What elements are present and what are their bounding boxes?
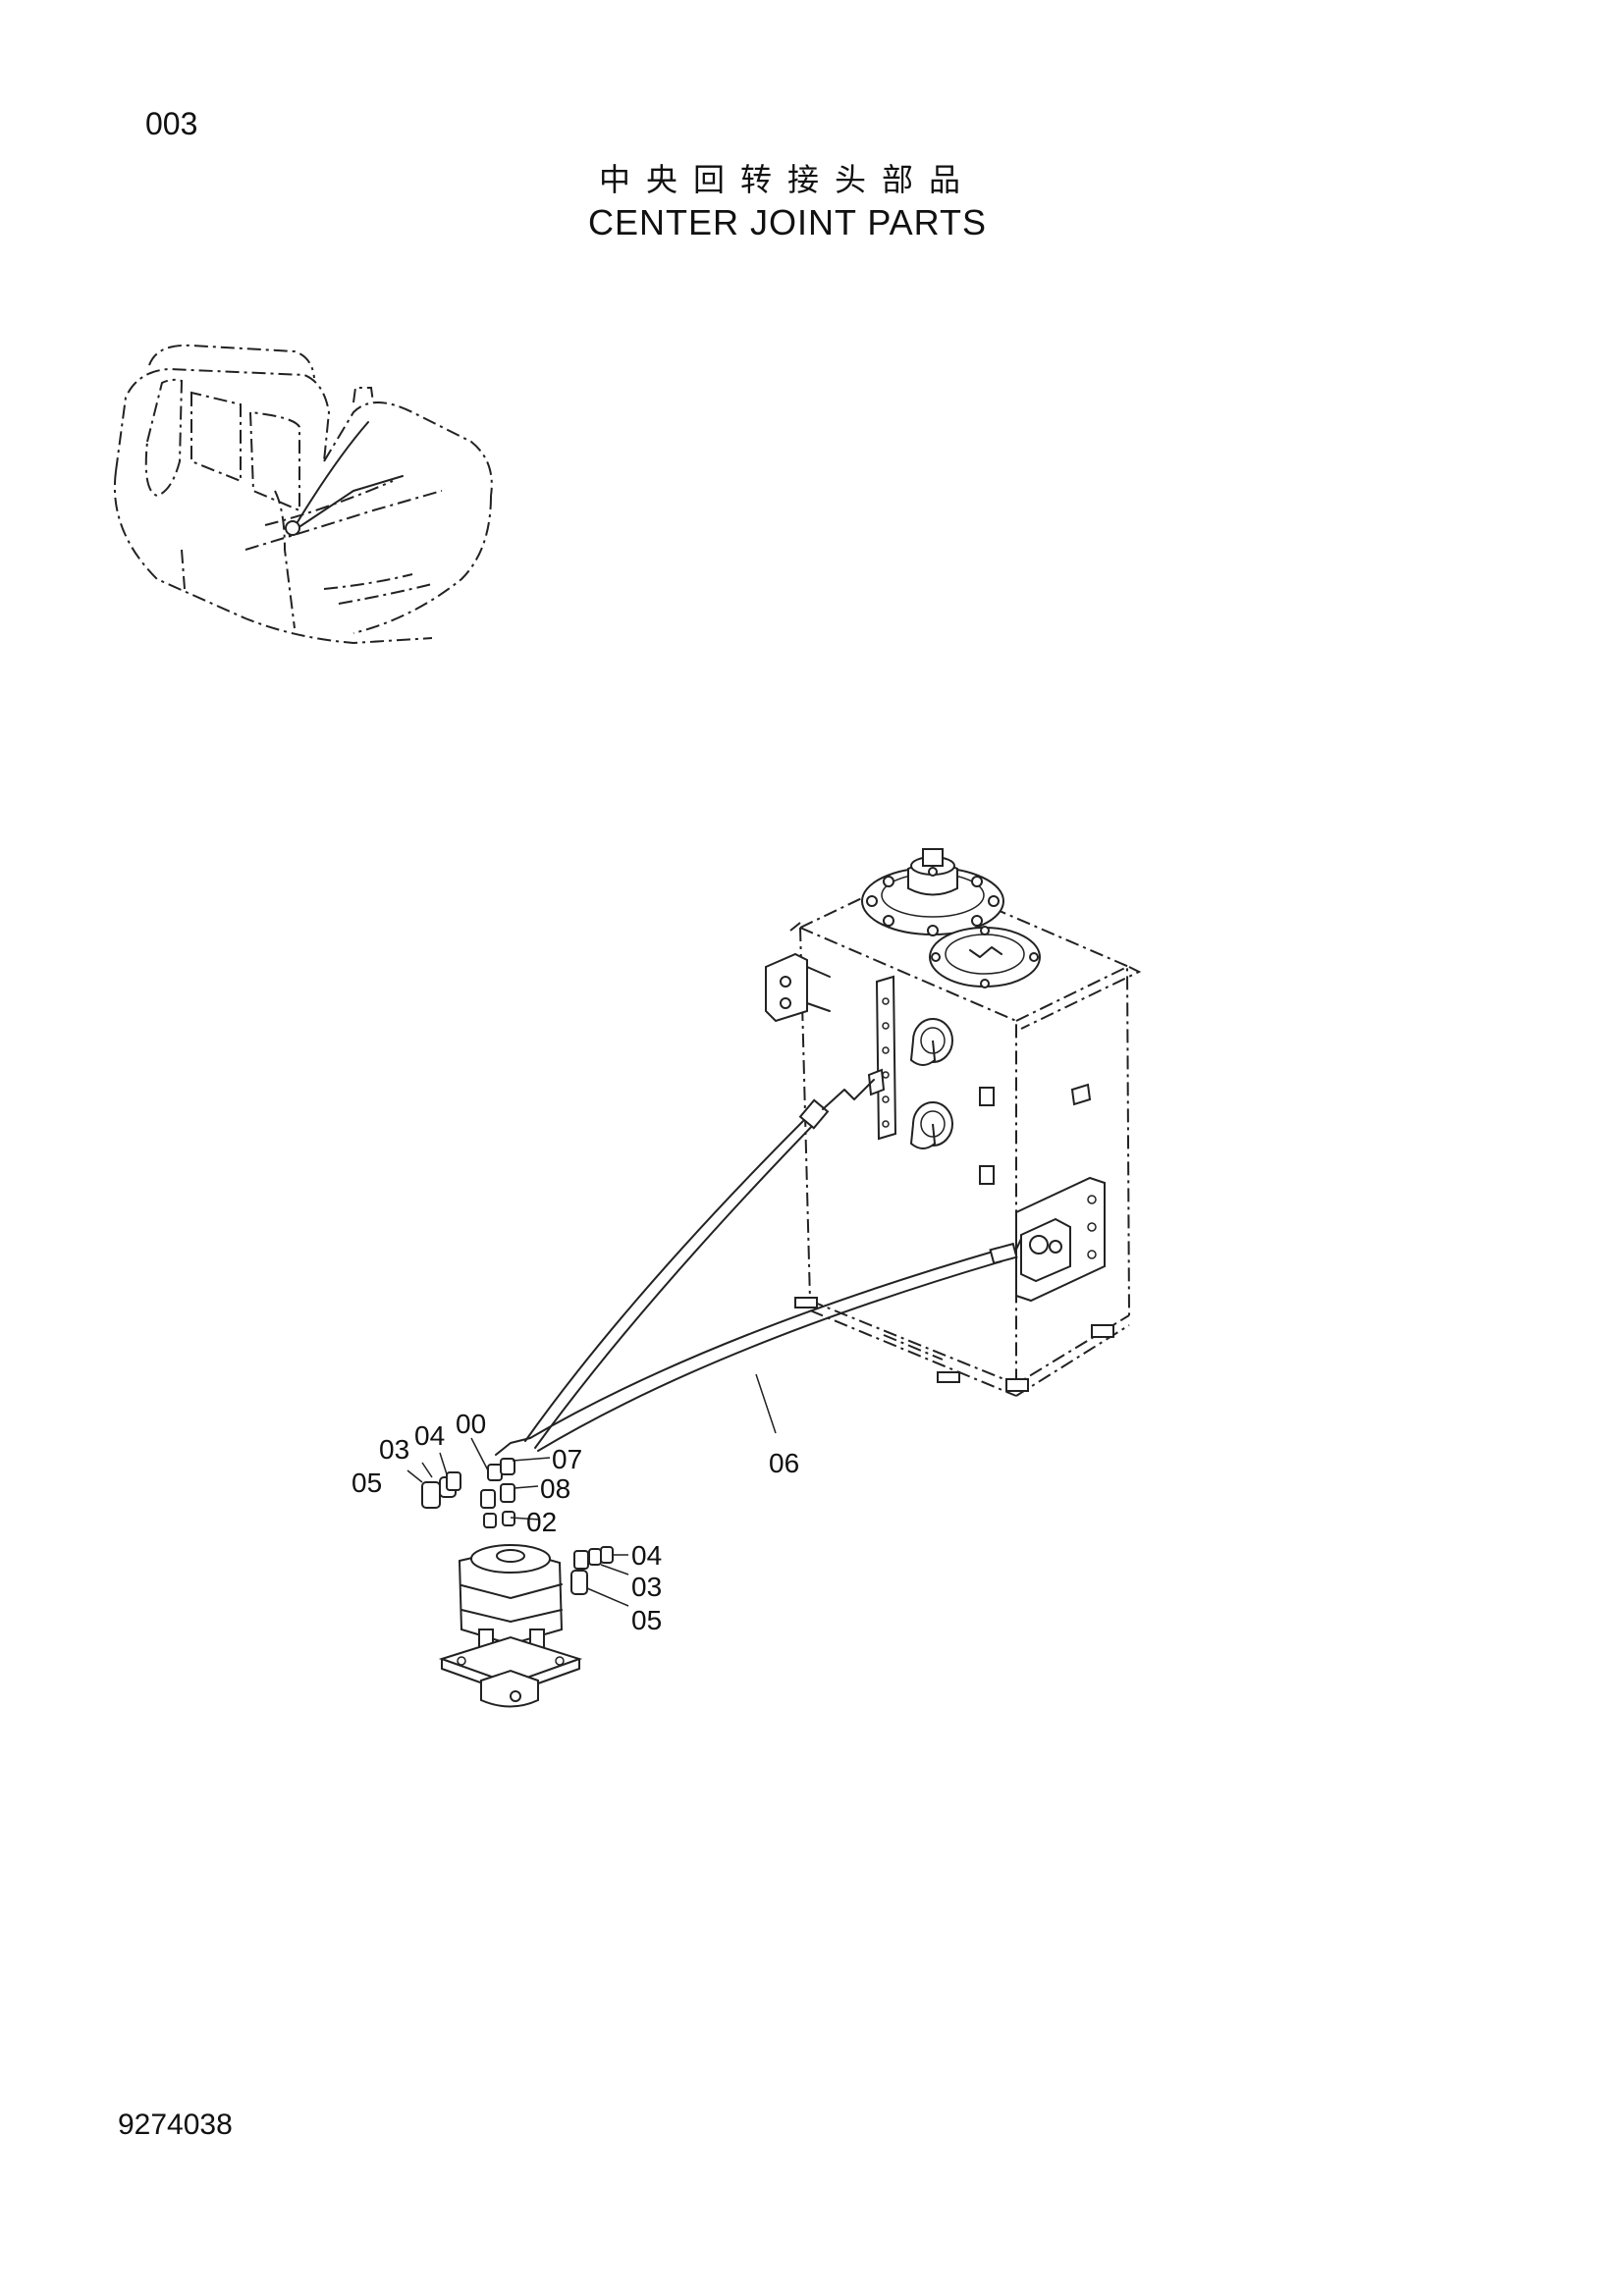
callout-07: 07 [552, 1444, 582, 1474]
excavator-locator-illustration [113, 344, 493, 645]
tank-ports [867, 1018, 1092, 1185]
document-number: 9274038 [118, 2109, 233, 2141]
leader-lines [406, 1373, 777, 1607]
hose-06 [524, 1079, 1022, 1452]
callout-05-right: 05 [631, 1605, 662, 1635]
page-number: 003 [145, 106, 198, 141]
callout-00: 00 [456, 1409, 486, 1439]
tank-side-bracket [765, 952, 831, 1023]
swivel-joint-body [438, 1544, 583, 1708]
fitting-cluster-center [480, 1437, 531, 1528]
callout-03-left: 03 [379, 1434, 409, 1465]
center-joint-assembly [406, 1373, 777, 1708]
callout-03-right: 03 [631, 1572, 662, 1602]
fitting-cluster-left [421, 1471, 461, 1509]
callout-02: 02 [526, 1507, 557, 1537]
callout-05-left: 05 [352, 1468, 382, 1498]
title-english: CENTER JOINT PARTS [587, 202, 988, 242]
callout-04-right: 04 [631, 1540, 662, 1571]
tank-valve-block [1015, 1176, 1106, 1303]
fitting-cluster-right [570, 1546, 614, 1595]
callout-06: 06 [769, 1448, 799, 1478]
tank-level-strip [875, 975, 897, 1141]
tank-top-flange [861, 848, 1004, 936]
tank-filter-cover [929, 926, 1041, 988]
callout-08: 08 [540, 1473, 570, 1504]
tank-feet [794, 1297, 1114, 1392]
hydraulic-tank-assembly [765, 848, 1142, 1397]
title-chinese: 中央回转接头部品 [598, 161, 976, 198]
callout-04-left: 04 [414, 1420, 445, 1451]
